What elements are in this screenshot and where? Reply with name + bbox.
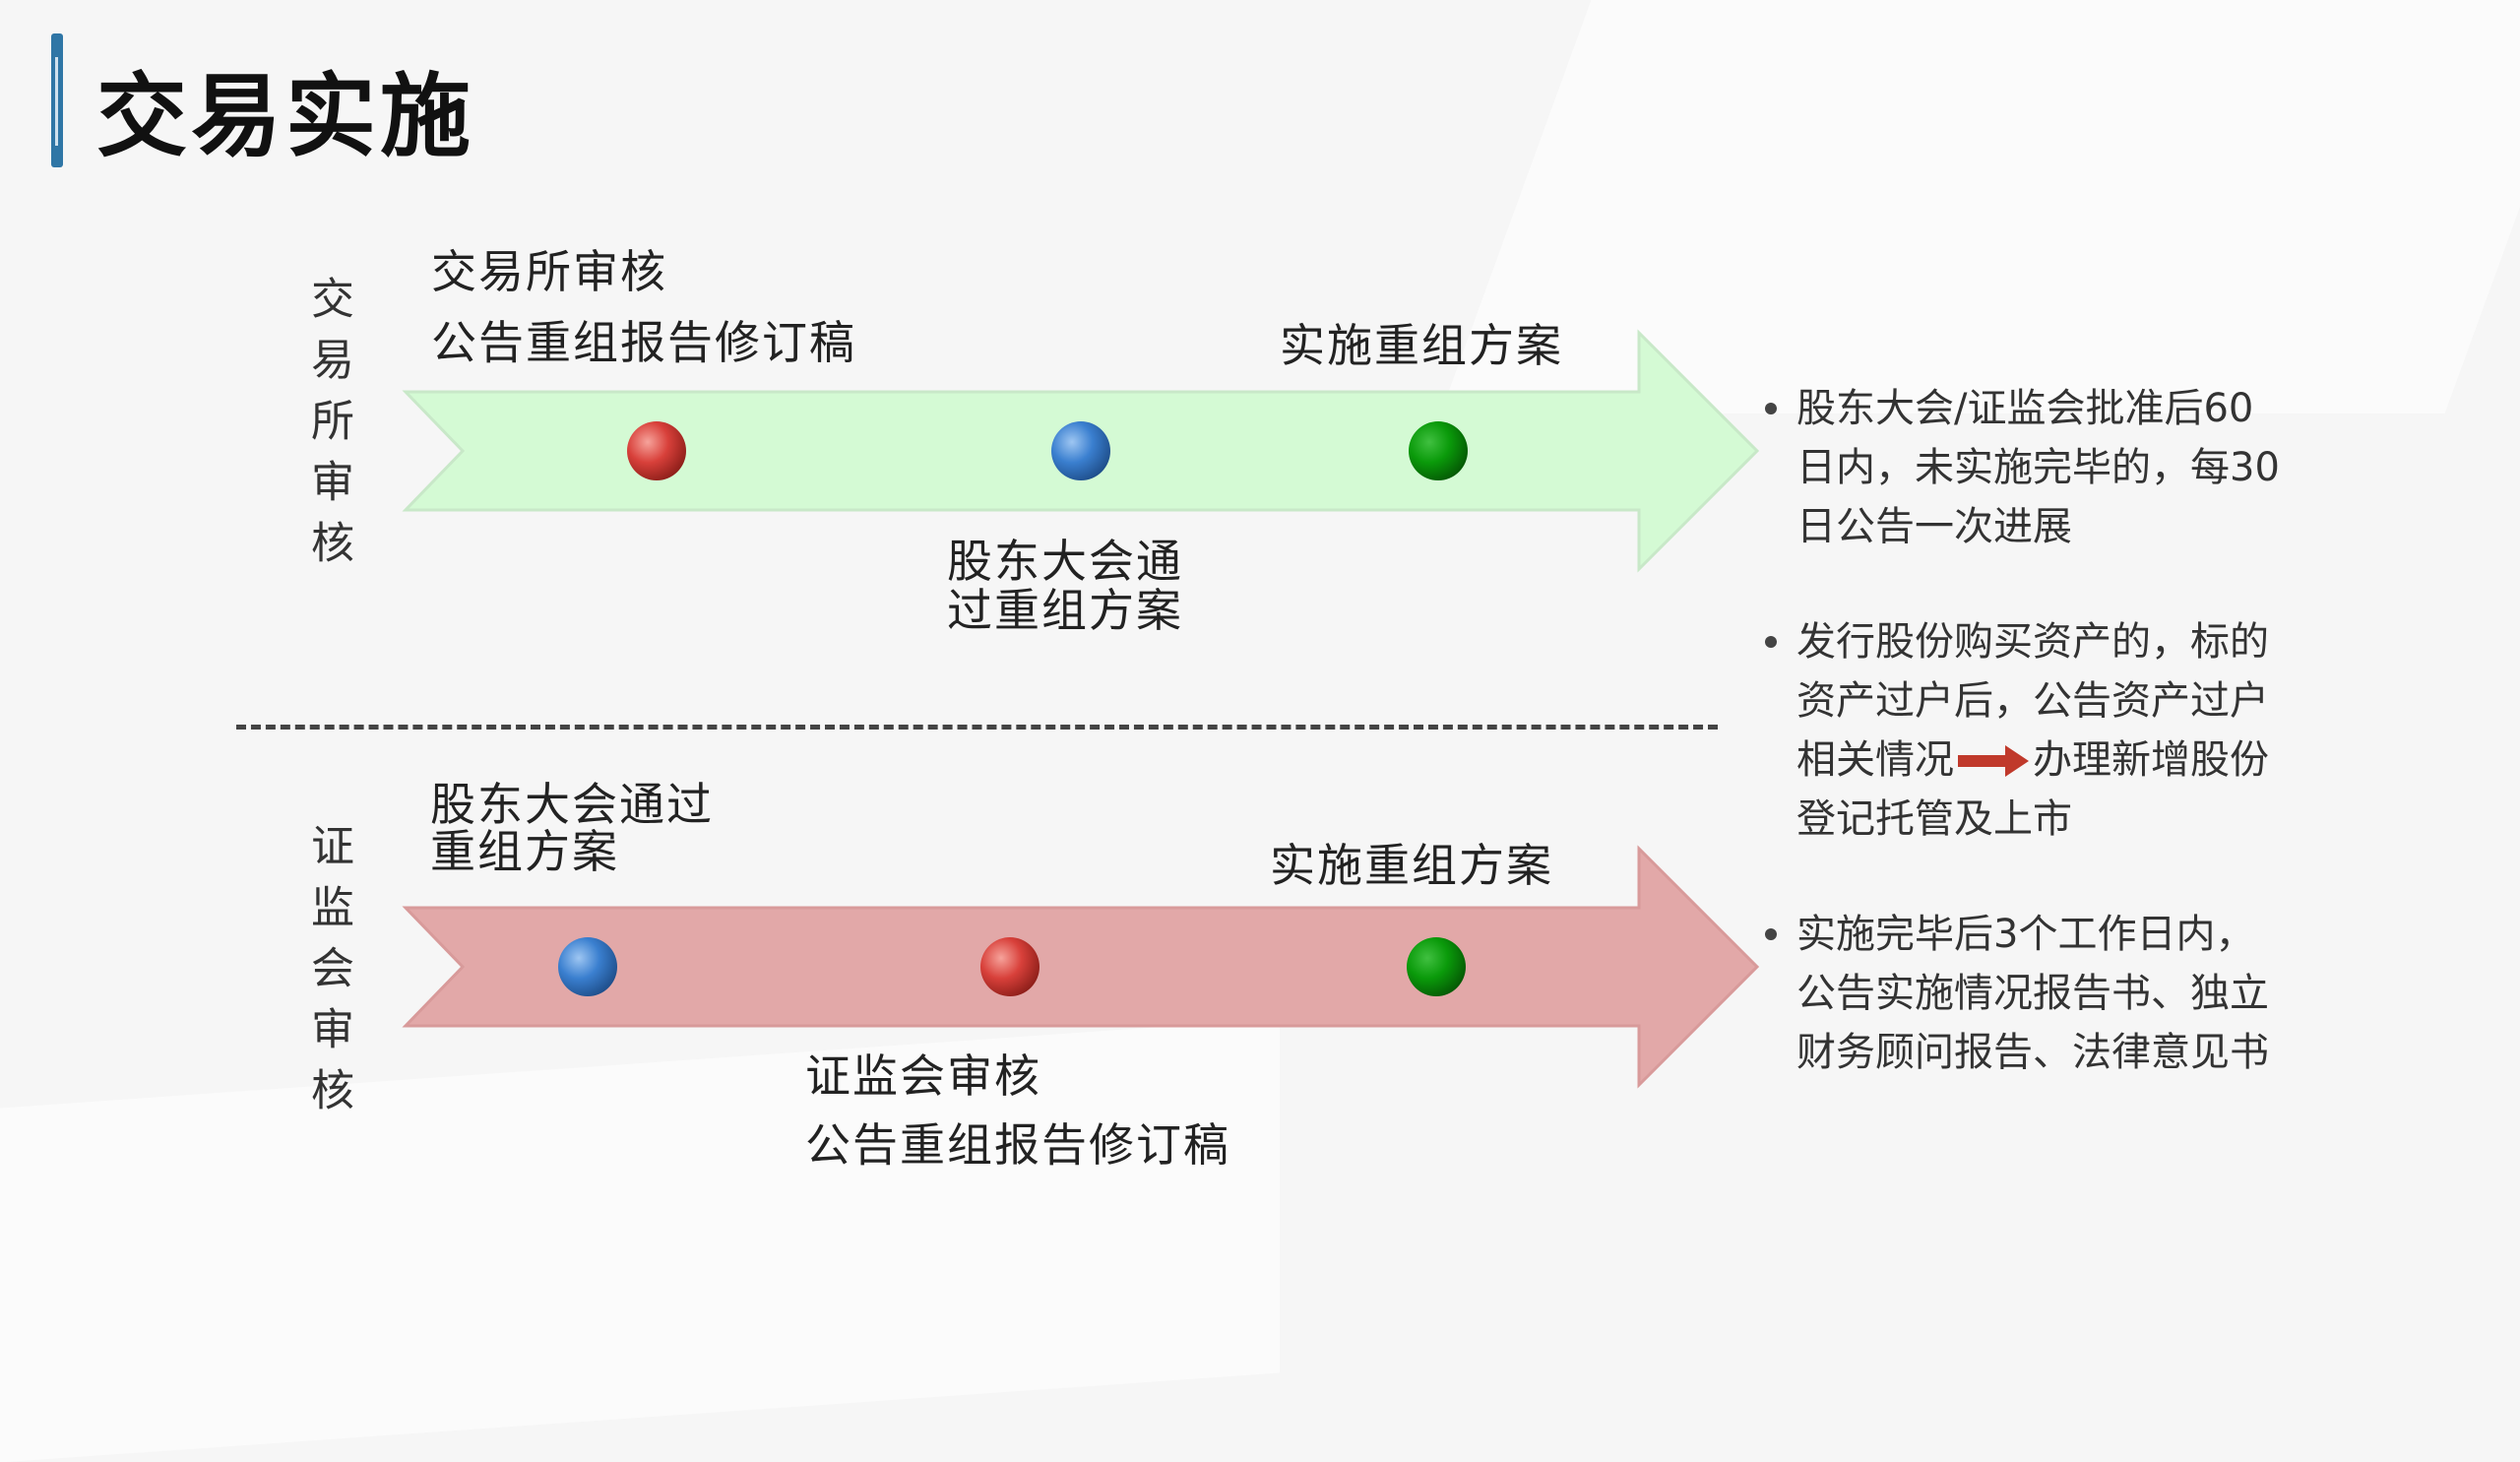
- title-accent-bar: [51, 33, 63, 167]
- note-1-line: 日公告一次进展: [1796, 504, 2072, 549]
- note-2-line: 相关情况 办理新增股份: [1796, 731, 2348, 790]
- lane1-side-label: 交易所审核: [303, 276, 353, 581]
- lane1-step2-text: 股东大会通 过重组方案: [947, 537, 1183, 635]
- bullet-icon: [1765, 928, 1777, 940]
- lane2-step2-line2: 公告重组报告修订稿: [805, 1118, 1230, 1172]
- note-1-line: 日内，未实施完毕的，每30: [1796, 445, 2280, 490]
- note-2-line-part: 办理新增股份: [2033, 737, 2269, 783]
- lane1-step2-line2: 过重组方案: [947, 584, 1183, 637]
- lane2-arrow-shape: [402, 845, 1760, 1089]
- note-2-line-part: 相关情况: [1796, 737, 1954, 783]
- lane1-dot-blue: [1051, 421, 1110, 480]
- note-3-line: 实施完毕后3个工作日内，: [1796, 912, 2255, 957]
- lane2-side-label: 证监会审核: [303, 823, 353, 1128]
- lane1-step1-line2: 公告重组报告修订稿: [431, 316, 856, 369]
- lane2-step1-line2: 重组方案: [430, 825, 619, 878]
- lane1-arrow: [402, 329, 1760, 573]
- lane2-step1-text: 股东大会通过 重组方案: [430, 781, 714, 875]
- note-1: 股东大会/证监会批准后60 日内，未实施完毕的，每30 日公告一次进展: [1765, 379, 2348, 556]
- lane1-dot-green: [1409, 421, 1468, 480]
- bullet-icon: [1765, 636, 1777, 648]
- note-2-line: 发行股份购买资产的，标的: [1796, 619, 2269, 665]
- lane1-step1-line1: 交易所审核: [431, 245, 667, 298]
- lane-divider: [236, 725, 1718, 730]
- note-2: 发行股份购买资产的，标的 资产过户后，公告资产过户 相关情况 办理新增股份 登记托…: [1765, 612, 2348, 849]
- right-arrow-icon: [1958, 745, 2029, 777]
- lane1-step2-line1: 股东大会通: [947, 535, 1183, 588]
- note-2-line: 登记托管及上市: [1796, 796, 2072, 842]
- note-1-line: 股东大会/证监会批准后60: [1796, 386, 2254, 431]
- lane2-arrow: [402, 845, 1760, 1089]
- lane2-dot-blue: [558, 937, 617, 996]
- lane1-dot-red: [627, 421, 686, 480]
- note-3: 实施完毕后3个工作日内， 公告实施情况报告书、独立 财务顾问报告、法律意见书: [1765, 905, 2348, 1082]
- note-3-line: 财务顾问报告、法律意见书: [1796, 1030, 2269, 1075]
- page-title: 交易实施: [96, 64, 475, 169]
- lane1-step3-text: 实施重组方案: [1280, 319, 1563, 372]
- note-2-line: 资产过户后，公告资产过户: [1796, 678, 2269, 724]
- note-3-line: 公告实施情况报告书、独立: [1796, 971, 2269, 1016]
- bullet-icon: [1765, 403, 1777, 414]
- lane2-dot-red: [980, 937, 1040, 996]
- lane2-step2-text: 证监会审核 公告重组报告修订稿: [805, 1042, 1230, 1179]
- lane2-step2-line1: 证监会审核: [805, 1049, 1041, 1103]
- lane2-dot-green: [1407, 937, 1466, 996]
- lane1-step1-text: 交易所审核 公告重组报告修订稿: [431, 236, 856, 378]
- lane2-step1-line1: 股东大会通过: [430, 778, 714, 831]
- lane2-step3-text: 实施重组方案: [1270, 839, 1553, 892]
